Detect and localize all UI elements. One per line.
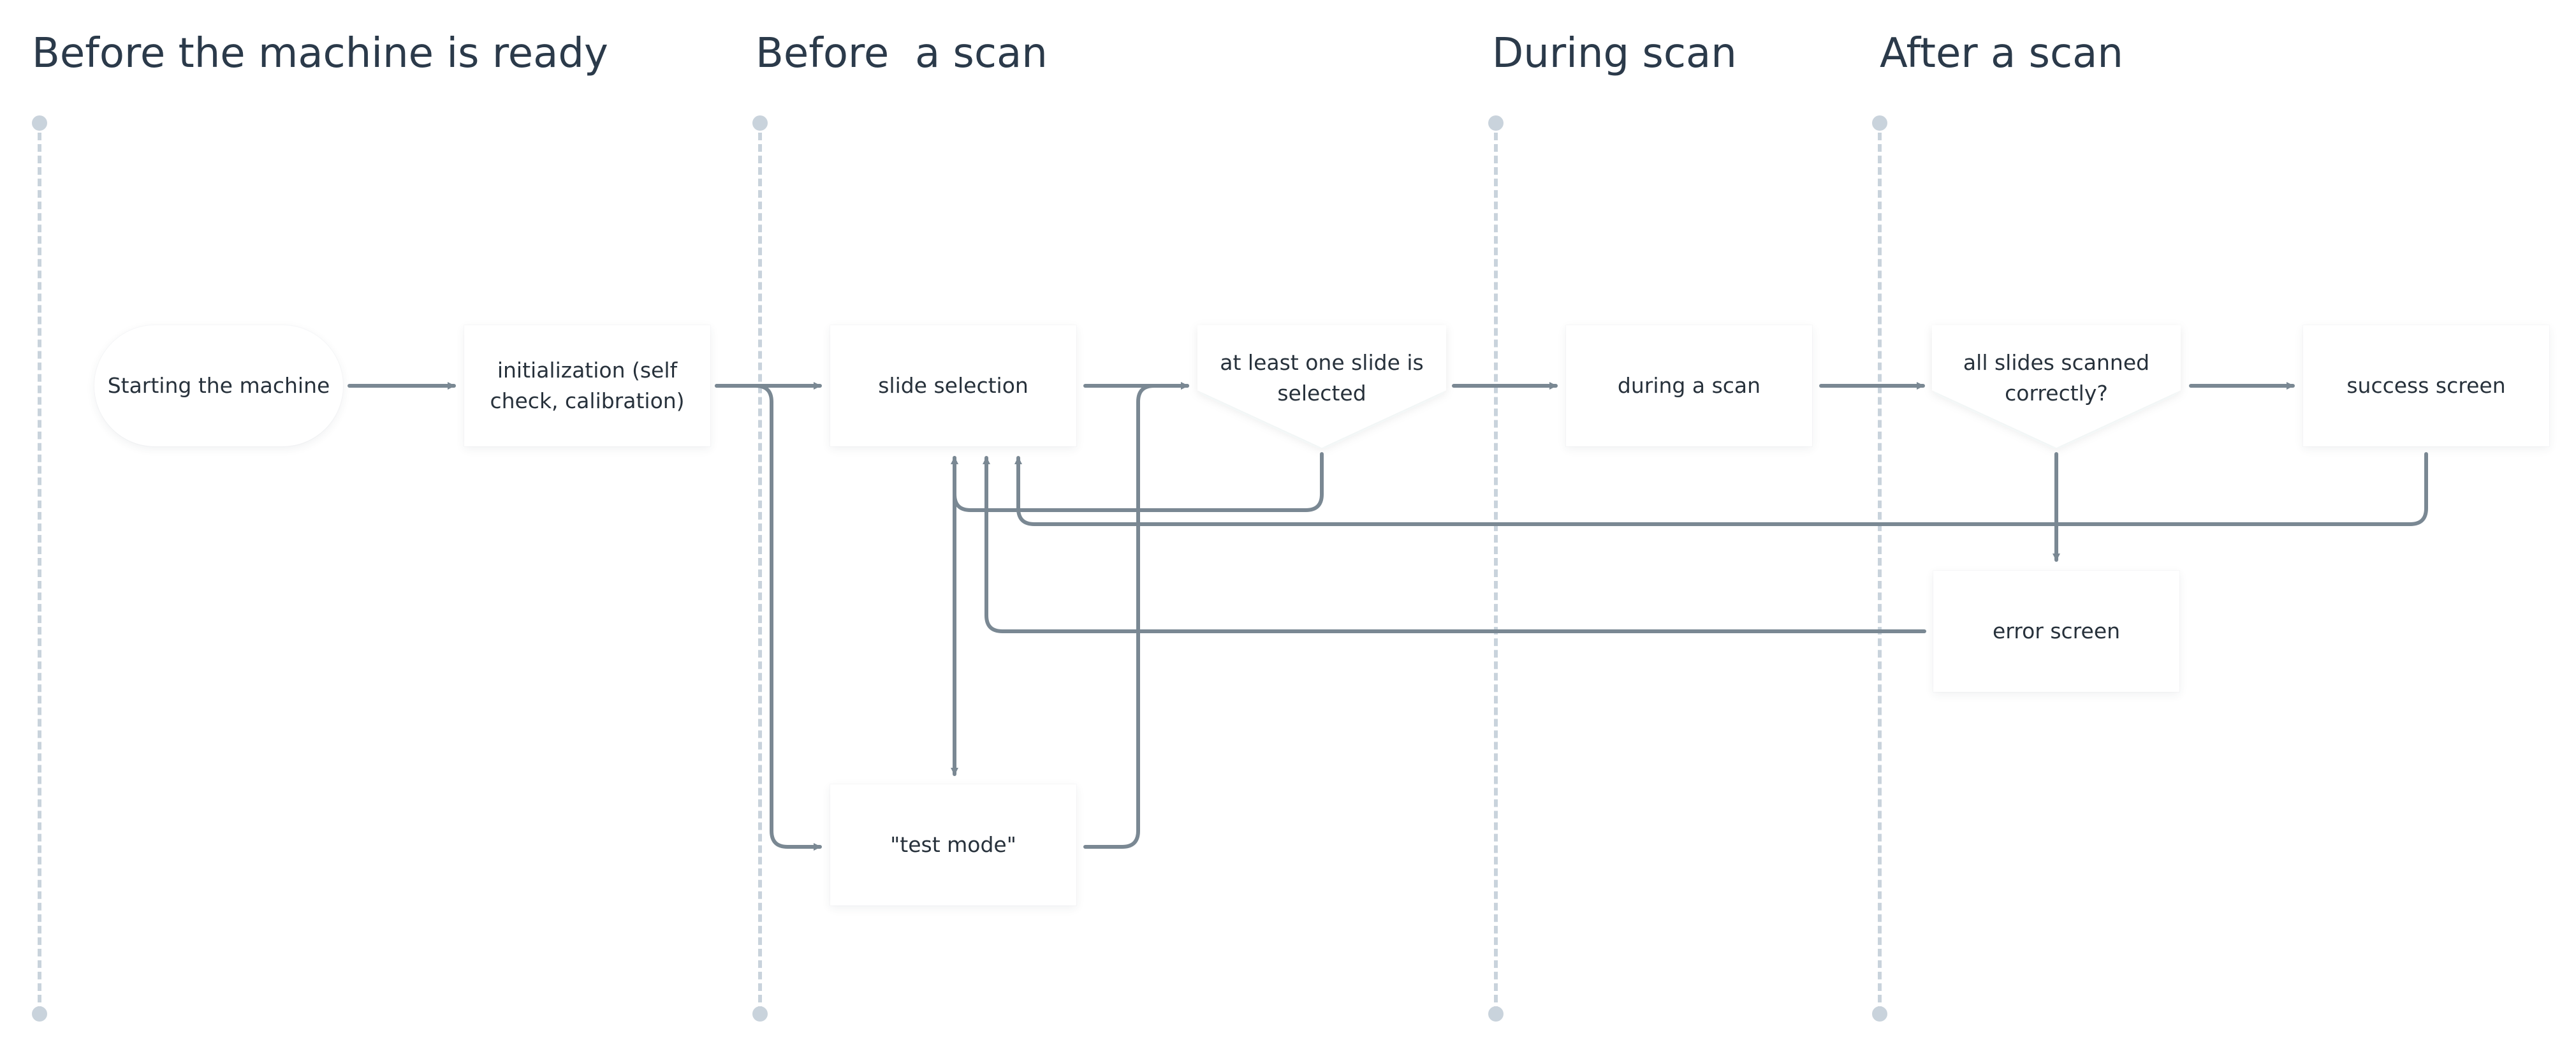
scanned-correctly-decision[interactable]: all slides scanned correctly?: [1932, 325, 2181, 446]
init-node[interactable]: initialization (self check, calibration): [464, 325, 710, 446]
phase-title-before-ready: Before the machine is ready: [32, 30, 608, 77]
error-screen-node-label: error screen: [1992, 619, 2121, 644]
slide-selected-decision-label: at least one slide is selected: [1220, 350, 1424, 406]
success-screen-node-label: success screen: [2346, 373, 2506, 399]
lane-divider-before-scan-top-dot: [752, 115, 768, 131]
phase-title-during-scan: During scan: [1492, 30, 1737, 77]
error-screen-node[interactable]: error screen: [1933, 571, 2179, 692]
phase-title-after-scan: After a scan: [1880, 30, 2123, 77]
lane-divider-before-scan-bottom-dot: [752, 1006, 768, 1022]
lane-divider-before-scan: [758, 121, 762, 1014]
edge-init-to-test-mode: [715, 384, 822, 851]
lane-divider-during-scan-bottom-dot: [1488, 1006, 1504, 1022]
lane-divider-after-scan-top-dot: [1872, 115, 1887, 131]
success-screen-node[interactable]: success screen: [2303, 325, 2549, 446]
lane-divider-before-ready-top-dot: [32, 115, 47, 131]
edge-success-back-to-slide-selection: [1014, 452, 2428, 526]
edge-error-back-to-slide-selection: [983, 456, 1926, 633]
start-node-label: Starting the machine: [107, 373, 330, 399]
decision-shape-slide-selected: [1197, 325, 1446, 448]
test-mode-node-label: "test mode": [890, 832, 1016, 858]
during-scan-node-label: during a scan: [1617, 373, 1761, 399]
slide-selected-decision[interactable]: at least one slide is selected: [1197, 325, 1446, 446]
test-mode-node[interactable]: "test mode": [830, 784, 1076, 906]
start-node[interactable]: Starting the machine: [94, 325, 343, 446]
scanned-correctly-decision-label: all slides scanned correctly?: [1963, 350, 2150, 406]
edge-test-mode-to-decision: [1083, 382, 1189, 849]
lane-divider-during-scan: [1494, 121, 1498, 1014]
init-node-label: initialization (self check, calibration): [490, 358, 685, 413]
lane-divider-during-scan-top-dot: [1488, 115, 1504, 131]
lane-divider-before-ready-bottom-dot: [32, 1006, 47, 1022]
lane-divider-after-scan-bottom-dot: [1872, 1006, 1887, 1022]
phase-title-before-scan: Before a scan: [756, 30, 1048, 77]
lane-divider-before-ready: [38, 121, 41, 1014]
lane-divider-after-scan: [1878, 121, 1882, 1014]
slide-selection-node-label: slide selection: [878, 373, 1028, 399]
during-scan-node[interactable]: during a scan: [1566, 325, 1812, 446]
slide-selection-node[interactable]: slide selection: [830, 325, 1076, 446]
decision-shape-scanned: [1932, 325, 2181, 448]
